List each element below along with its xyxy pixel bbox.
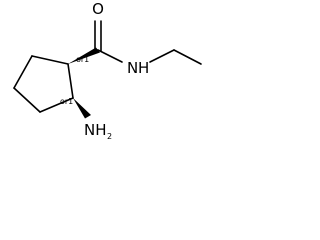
ring-bond-c3-c4 [13, 87, 41, 113]
molecule-structure: O N H NH 2 or1 or1 [13, 0, 202, 141]
amide-hydrogen-label: H [138, 59, 149, 77]
stereo-label-carbonyl-carbon: or1 [76, 55, 89, 64]
amide-bond-c-n [97, 49, 123, 63]
amide-nitrogen-label: N [127, 59, 138, 77]
wedge-bond-carbonyl [68, 47, 100, 64]
ring-bond-c1-c2 [67, 63, 74, 99]
amine-nitrogen-label: NH [84, 121, 107, 139]
ethyl-bond-ch2-ch3 [173, 49, 202, 65]
structure-canvas: O N H NH 2 or1 or1 [0, 0, 210, 148]
wedge-bond-amine [73, 98, 91, 119]
ethyl-bond-n-ch2 [149, 49, 175, 63]
ring-bond-c2-c3 [39, 97, 74, 113]
ring-bond-c5-c1 [31, 55, 69, 65]
stereo-label-amine-carbon: or1 [60, 97, 73, 106]
oxygen-atom-label: O [92, 0, 104, 18]
ring-bond-c4-c5 [13, 55, 33, 89]
amine-subscript: 2 [107, 132, 112, 141]
